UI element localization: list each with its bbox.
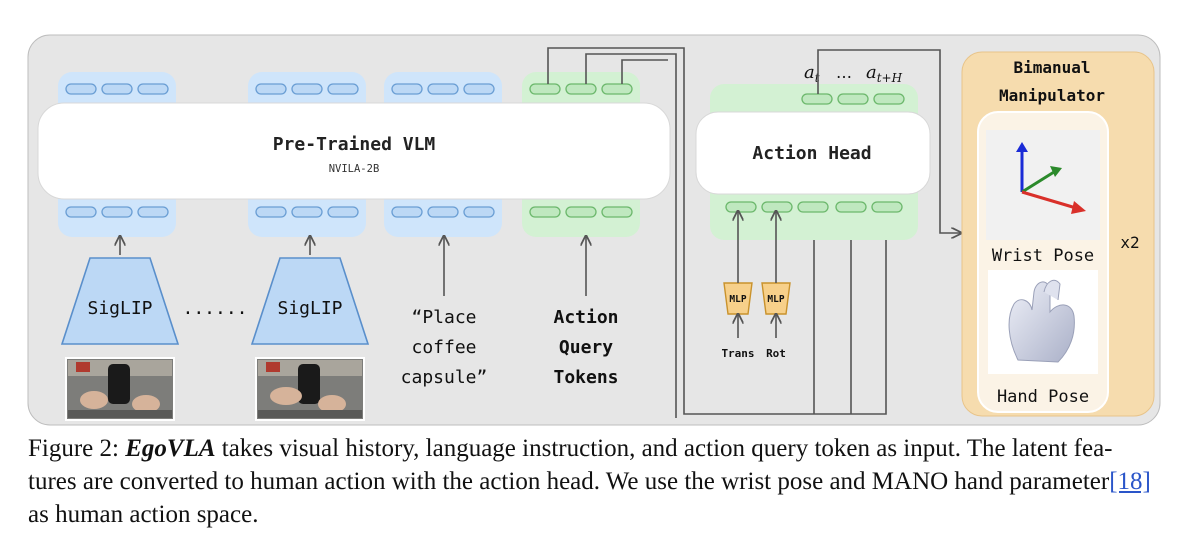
output-last-action: a xyxy=(866,62,877,83)
figure-label: Figure 2: xyxy=(28,435,119,462)
pretrained-vlm-block: Pre-Trained VLM NVILA-2B xyxy=(37,102,671,200)
wrist-pose-axes-image xyxy=(986,130,1100,240)
citation-link[interactable]: [18] xyxy=(1109,468,1151,495)
mlp-translation: MLP xyxy=(723,282,753,315)
figure-caption: Figure 2: EgoVLA takes visual history, l… xyxy=(28,432,1178,531)
mlp-label-rot: MLP xyxy=(767,294,784,305)
wrist-pose-label: Wrist Pose xyxy=(992,246,1094,266)
hand-pose-mesh-image xyxy=(988,270,1098,374)
instruction-line-3: capsule” xyxy=(401,367,488,388)
action-query-tokens-label: Action Query Tokens xyxy=(553,307,618,388)
manipulator-title-line-1: Bimanual xyxy=(1013,58,1090,77)
output-first-action: a xyxy=(804,62,815,83)
query-line-1: Action xyxy=(553,307,618,328)
action-head-title: Action Head xyxy=(752,143,871,164)
hand-pose-label: Hand Pose xyxy=(997,387,1089,407)
egocentric-frame-2 xyxy=(255,357,365,421)
latent-feature-routing xyxy=(547,47,886,418)
query-line-3: Tokens xyxy=(553,367,618,388)
output-ellipsis: … xyxy=(836,63,852,82)
egovla-architecture-diagram: Pre-Trained VLM NVILA-2B SigLIP SigLIP .… xyxy=(27,34,1161,426)
svg-text:at+H: at+H xyxy=(866,62,903,85)
caption-text-3: as human action space. xyxy=(28,501,259,528)
siglip-label-1: SigLIP xyxy=(87,298,152,319)
bimanual-manipulator-panel: Bimanual Manipulator Wrist Pose Hand Pos… xyxy=(961,51,1155,417)
vlm-subtitle: NVILA-2B xyxy=(329,163,380,175)
instruction-line-2: coffee xyxy=(411,337,476,358)
mlp-rotation: MLP xyxy=(761,282,791,315)
model-name: EgoVLA xyxy=(125,435,216,462)
egocentric-frame-1 xyxy=(65,357,175,421)
action-head-block: Action Head xyxy=(695,111,931,195)
two-hands-multiplier: x2 xyxy=(1120,233,1139,252)
siglip-encoder-1: SigLIP xyxy=(60,257,180,345)
instruction-line-1: “Place xyxy=(411,307,476,328)
manipulator-title-line-2: Manipulator xyxy=(999,86,1105,105)
caption-text-1: takes visual history, language instructi… xyxy=(215,435,1113,462)
query-line-2: Query xyxy=(559,337,613,358)
output-last-subscript: t+H xyxy=(877,71,903,85)
vlm-title: Pre-Trained VLM xyxy=(273,134,436,155)
siglip-label-2: SigLIP xyxy=(277,298,342,319)
language-instruction: “Place coffee capsule” xyxy=(401,307,488,388)
rot-input-label: Rot xyxy=(766,347,786,360)
output-routing xyxy=(817,49,960,233)
siglip-encoder-2: SigLIP xyxy=(250,257,370,345)
history-ellipsis: ...... xyxy=(182,298,247,319)
caption-text-2: tures are converted to human action with… xyxy=(28,468,1110,495)
mlp-label-trans: MLP xyxy=(729,294,746,305)
trans-input-label: Trans xyxy=(721,347,754,360)
